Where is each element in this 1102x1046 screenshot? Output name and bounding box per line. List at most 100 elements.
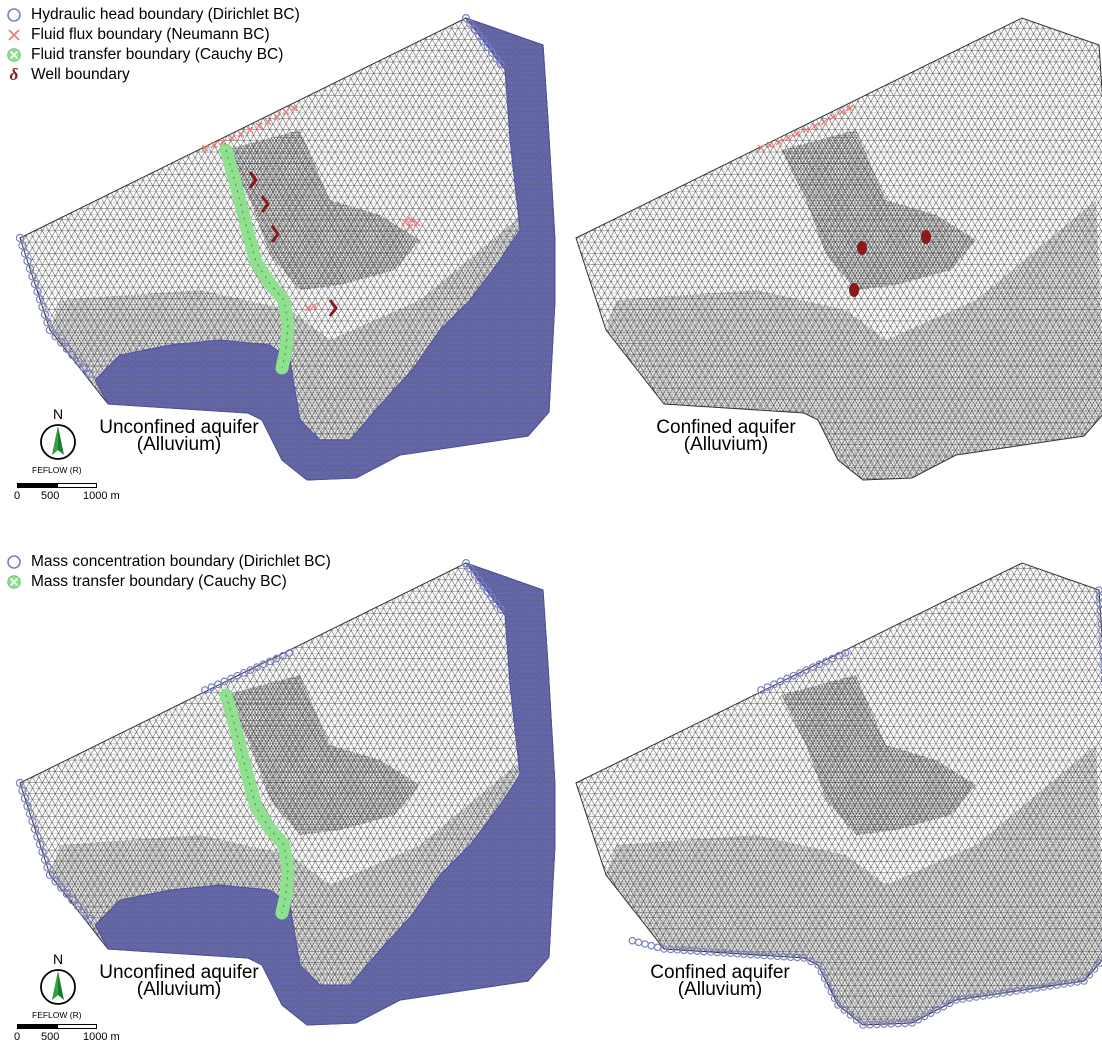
panel-label-bottom-left: Unconfined aquifer (Alluvium) [84, 962, 274, 1000]
dirichlet-node [33, 287, 42, 296]
hollow-circle-icon [6, 554, 22, 570]
neumann-node [793, 130, 801, 138]
dirichlet-node [79, 908, 88, 917]
mass-dirichlet-node [1100, 661, 1102, 669]
mass-dirichlet-node [880, 1020, 888, 1028]
dirichlet-node [470, 570, 479, 579]
legend-item-neumann: Fluid flux boundary (Neumann BC) [6, 25, 300, 45]
neumann-node [838, 108, 846, 116]
mass-dirichlet-node [272, 654, 281, 663]
mass-dirichlet-node [814, 961, 822, 969]
dirichlet-node [35, 840, 45, 849]
legend-label: Fluid flux boundary (Neumann BC) [31, 26, 270, 43]
mass-dirichlet-node [796, 668, 804, 677]
mass-dirichlet-node [809, 663, 817, 672]
mass-dirichlet-node [279, 651, 287, 660]
dirichlet-node [68, 350, 77, 360]
label-line1: Unconfined aquifer [99, 962, 259, 983]
dirichlet-node [462, 14, 471, 23]
compass-icon [40, 969, 76, 1005]
dirichlet-node [62, 889, 72, 898]
neumann-node [246, 126, 254, 134]
scale-tick-500: 500 [41, 490, 60, 502]
dirichlet-node [33, 832, 42, 841]
mass-dirichlet-node [802, 666, 811, 674]
neumann-node [210, 141, 218, 149]
mass-dirichlet-node [259, 660, 268, 669]
label-line2: (Alluvium) [136, 979, 222, 1000]
dirichlet-band-mesh [95, 18, 555, 480]
neumann-node [802, 126, 810, 134]
mass-dirichlet-node [647, 941, 656, 950]
mass-dirichlet-node [820, 974, 829, 983]
well-node [921, 230, 931, 244]
dirichlet-node [475, 31, 484, 40]
mass-dirichlet-node [1099, 654, 1102, 662]
mass-dirichlet-node [815, 660, 824, 669]
mass-dirichlet-node [757, 686, 765, 694]
panel-bottom-right [575, 562, 1102, 1029]
mass-dirichlet-node [901, 1019, 909, 1028]
neumann-node [219, 138, 227, 146]
dirichlet-node [62, 344, 72, 353]
well-node [260, 195, 270, 213]
legend-item-cauchy: Fluid transfer boundary (Cauchy BC) [6, 45, 300, 65]
mass-dirichlet-node [828, 654, 837, 663]
mass-dirichlet-node [214, 680, 222, 689]
dirichlet-node [23, 801, 32, 811]
mass-dirichlet-node [783, 674, 791, 683]
mass-dirichlet-node [220, 677, 229, 686]
mass-dirichlet-node [1098, 640, 1102, 649]
dirichlet-node [45, 870, 55, 880]
dirichlet-node [28, 272, 37, 281]
scale-bar-top: 0 500 1000 m [14, 483, 127, 503]
mass-dirichlet-node [227, 674, 235, 683]
mass-dirichlet-segment [757, 648, 850, 694]
mass-dirichlet-node [933, 1006, 941, 1014]
delta-icon: δ [9, 65, 19, 84]
neumann-node [406, 223, 414, 231]
panel-label-top-left: Unconfined aquifer (Alluvium) [84, 418, 274, 455]
dirichlet-node [85, 914, 94, 923]
dirichlet-node [25, 264, 35, 273]
software-label: FEFLOW (R) [32, 465, 82, 475]
dirichlet-node [68, 895, 77, 905]
scale-segment-black [17, 1024, 57, 1029]
dirichlet-node [496, 60, 505, 69]
dirichlet-node [73, 357, 83, 366]
mass-dirichlet-node [835, 651, 843, 660]
neumann-node [407, 216, 415, 224]
mesh-refined-central [225, 675, 420, 835]
dirichlet-node [483, 587, 492, 596]
neumann-node [273, 113, 281, 121]
mass-dirichlet-node [246, 666, 255, 674]
north-letter: N [53, 951, 64, 967]
neumann-node [228, 134, 236, 142]
label-line2: (Alluvium) [136, 434, 222, 455]
mass-dirichlet-node [852, 1016, 861, 1024]
well-node [248, 171, 258, 189]
mass-dirichlet-node [840, 1006, 849, 1014]
dirichlet-node [479, 582, 488, 591]
mesh-refined-central [781, 675, 976, 835]
mass-dirichlet-node [945, 999, 954, 1008]
dirichlet-node [479, 37, 488, 46]
mass-dirichlet-node [763, 683, 772, 692]
dirichlet-node [38, 302, 47, 312]
mass-dirichlet-node [253, 663, 261, 672]
mass-dirichlet-node [1085, 971, 1094, 979]
mass-dirichlet-node [789, 671, 798, 680]
mass-dirichlet-node [1099, 647, 1102, 656]
dirichlet-node [23, 256, 32, 266]
dirichlet-node [488, 593, 497, 602]
dirichlet-node [466, 19, 475, 28]
dirichlet-node [45, 325, 55, 335]
dirichlet-node [20, 794, 30, 803]
mass-dirichlet-node [201, 686, 209, 694]
cross-icon [6, 27, 22, 43]
dirichlet-node [28, 817, 37, 826]
legend-item-dirichlet: Hydraulic head boundary (Dirichlet BC) [6, 5, 300, 25]
dirichlet-node [20, 249, 30, 258]
dirichlet-node [85, 369, 94, 378]
label-line1: Confined aquifer [650, 962, 790, 983]
